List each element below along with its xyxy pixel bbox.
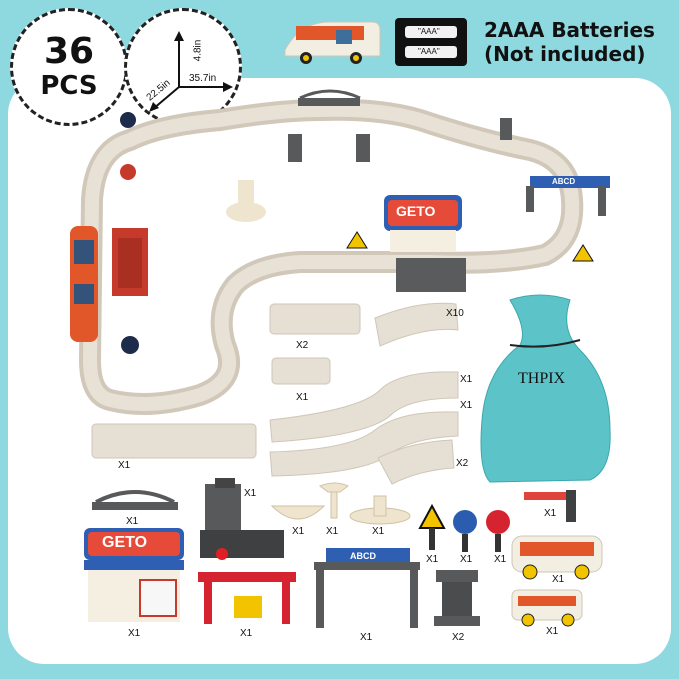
top-train-car: [284, 21, 381, 64]
qty-bridge: X1: [126, 516, 139, 527]
battery-cell-label-2: "AAA": [418, 47, 440, 56]
qty-lamp: X1: [326, 526, 339, 537]
gantry-sign-track: ABCD: [552, 177, 576, 186]
qty-straight-short-top: X2: [296, 340, 309, 351]
station-sign-bottom: GETO: [102, 534, 148, 551]
battery-pack: [395, 18, 467, 66]
qty-straight-long: X1: [118, 460, 131, 471]
qty-tunnel-top: X1: [372, 526, 385, 537]
qty-warn-sign: X1: [426, 554, 439, 565]
qty-straight-tiny: X1: [296, 392, 309, 403]
battery-cell-label-1: "AAA": [418, 27, 440, 36]
qty-bowl: X1: [292, 526, 305, 537]
qty-wave2: X1: [460, 400, 473, 411]
qty-barrier: X1: [544, 508, 557, 519]
height-label: 4.8in: [192, 39, 204, 62]
station-sign-track: GETO: [396, 203, 436, 219]
dimensions-badge: 4.8in 35.7in 22.5in: [124, 8, 242, 126]
piece-count: 36: [43, 31, 95, 72]
qty-gantry: X1: [360, 632, 373, 643]
qty-curve-small: X2: [456, 458, 469, 469]
battery-line1: 2AAA Batteries: [484, 18, 655, 42]
piece-unit: PCS: [40, 71, 98, 101]
width-label: 35.7in: [189, 73, 217, 84]
piece-count-badge: 36 PCS: [10, 8, 128, 126]
battery-line2: (Not included): [484, 42, 646, 66]
qty-train1: X1: [552, 574, 565, 585]
qty-crane: X1: [244, 488, 257, 499]
qty-stop-sign: X1: [494, 554, 507, 565]
qty-wave1: X1: [460, 374, 473, 385]
qty-arrow-sign: X1: [460, 554, 473, 565]
gantry-sign-bottom: ABCD: [350, 551, 376, 561]
axes-icon: [149, 31, 233, 112]
qty-base: X2: [452, 632, 465, 643]
qty-train2: X1: [546, 626, 559, 637]
product-card: [8, 78, 671, 664]
qty-shop: X1: [240, 628, 253, 639]
bag-brand: THPIX: [518, 370, 566, 387]
qty-station: X1: [128, 628, 141, 639]
qty-curve-top: X10: [446, 308, 464, 319]
